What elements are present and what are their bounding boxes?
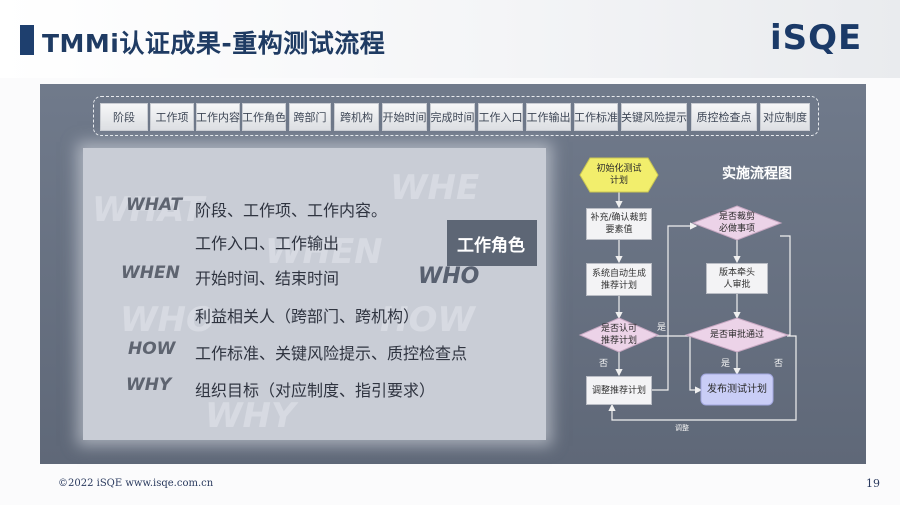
role-highlight-box (447, 220, 537, 266)
key-how: HOW (128, 339, 176, 359)
flow-decision3-label: 是否审批通过 (709, 330, 764, 340)
decision-approve-plan (578, 317, 660, 353)
key-why: WHY (126, 375, 172, 395)
key-who: WHO (418, 264, 480, 289)
decision-trim (691, 205, 783, 241)
tab-cross-org: 跨机构 (334, 103, 379, 131)
tab-work-entry: 工作入口 (478, 103, 523, 131)
bg-word: WHO (120, 300, 215, 340)
row-what-text: 阶段、工作项、工作内容。 (195, 201, 388, 220)
publish-node (700, 373, 774, 406)
start-node (579, 157, 659, 193)
tab-stage: 阶段 (100, 103, 148, 131)
5w1h-card (83, 148, 546, 440)
tab-work-standard: 工作标准 (574, 103, 618, 131)
flow-yes-label: 是 (657, 323, 667, 333)
row-entry-text: 工作入口、工作输出 (195, 234, 340, 253)
tab-key-risk: 关键风险提示 (621, 103, 687, 131)
page-number: 19 (866, 477, 880, 490)
flow-decision1-label: 是否认可 推荐计划 (600, 324, 637, 346)
flow-yes-label: 是 (721, 359, 731, 369)
tab-work-content: 工作内容 (196, 103, 240, 131)
isqe-logo: iSQE (770, 18, 863, 58)
row-how-text: 工作标准、关键风险提示、质控检查点 (195, 344, 468, 363)
role-label: 工作角色 (457, 236, 525, 256)
flow-arrow (652, 222, 698, 391)
bg-word: WHEN (265, 232, 383, 272)
flow-no-label: 否 (774, 359, 784, 369)
flow-step-confirm: 补充/确认裁剪 要素值 (586, 208, 652, 240)
tab-finish-time: 完成时间 (430, 103, 475, 131)
bg-word: WHY (205, 396, 296, 436)
bg-word: HOW (380, 300, 475, 340)
row-when-text: 开始时间、结束时间 (195, 269, 340, 288)
tab-qc-checkpoint: 质控检查点 (691, 103, 757, 131)
row-stakeholder-text: 利益相关人（跨部门、跨机构） (195, 307, 420, 326)
tab-work-output: 工作输出 (526, 103, 571, 131)
decision-approval (684, 317, 790, 353)
key-what: WHAT (126, 195, 183, 215)
tab-cross-dept: 跨部门 (289, 103, 331, 131)
flow-arrow (780, 235, 791, 336)
flow-arrow (608, 335, 797, 421)
flow-title: 实施流程图 (722, 166, 792, 182)
key-when: WHEN (121, 263, 180, 283)
flow-decision2-label: 是否裁剪 必做事项 (718, 212, 755, 234)
flow-no-label: 否 (599, 359, 609, 369)
flow-step-generate: 系统自动生成 推荐计划 (586, 263, 652, 296)
slide-title: TMMi认证成果-重构测试流程 (42, 29, 386, 58)
bg-word: WHAT (92, 190, 205, 230)
flow-step-adjust: 调整推荐计划 (586, 376, 652, 405)
tab-start-time: 开始时间 (382, 103, 427, 131)
header-background (0, 0, 900, 78)
row-why-text: 组织目标（对应制度、指引要求） (195, 381, 436, 400)
flow-arrow (652, 335, 703, 394)
title-accent-bar (20, 25, 34, 55)
tab-strip (93, 96, 819, 136)
flow-publish-label: 发布测试计划 (707, 384, 767, 395)
flow-adjust-label: 调整 (675, 424, 689, 432)
footer-copyright: ©2022 iSQE www.isqe.com.cn (58, 478, 214, 489)
flow-step-approve: 版本牵头 人审批 (706, 263, 768, 294)
tab-policy: 对应制度 (760, 103, 810, 131)
bg-word: WHE (390, 168, 480, 208)
tab-work-role: 工作角色 (242, 103, 286, 131)
tab-work-item: 工作项 (150, 103, 194, 131)
flow-start-label: 初始化测试 计划 (596, 164, 642, 186)
